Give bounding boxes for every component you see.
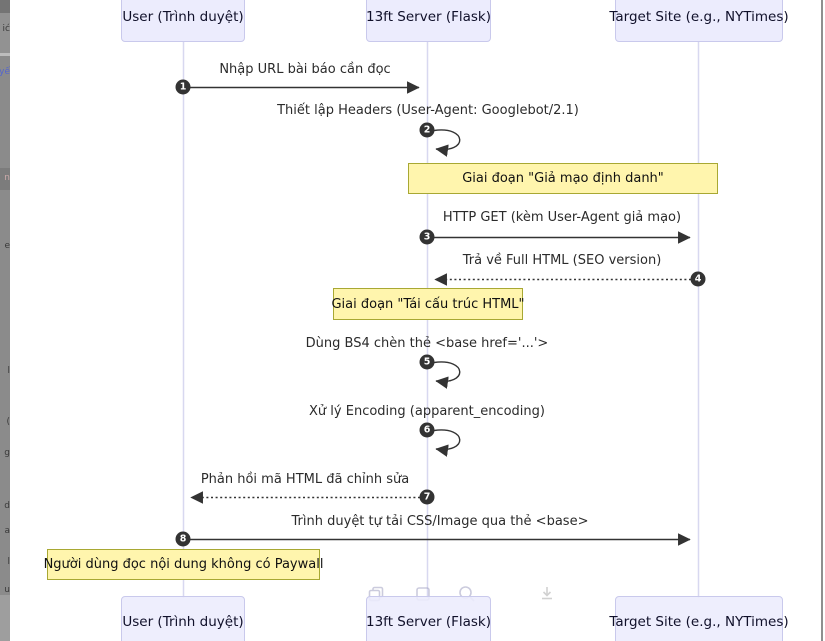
note-no-paywall-result: Người dùng đọc nội dung không có Paywall [44, 549, 323, 580]
actor-target-top: Target Site (e.g., NYTimes) [609, 0, 789, 42]
sequence-number-badge: 7 [419, 489, 435, 505]
sequence-number-badge: 3 [419, 229, 435, 245]
sequence-number-badge: 1 [175, 79, 191, 95]
actor-user-label: User (Trình duyệt) [122, 8, 244, 25]
edge-text-fragment: n [4, 173, 10, 183]
message-label-8: Trình duyệt tự tải CSS/Image qua thẻ <ba… [291, 514, 589, 529]
actor-server-label: 13ft Server (Flask) [366, 614, 492, 630]
edge-text-fragment: ( [6, 417, 10, 427]
message-arrow-6 [433, 429, 461, 457]
actor-server-top: 13ft Server (Flask) [366, 0, 491, 42]
panel-divider [821, 0, 823, 641]
edge-text-fragment: e [4, 241, 10, 251]
actor-target-bottom: Target Site (e.g., NYTimes) [609, 596, 789, 641]
actor-server-bottom: 13ft Server (Flask) [366, 596, 491, 641]
message-label-3: HTTP GET (kèm User-Agent giả mạo) [442, 210, 682, 225]
message-label-4: Trả về Full HTML (SEO version) [462, 253, 662, 268]
message-arrow-5 [433, 361, 461, 389]
message-arrow-2 [433, 129, 461, 157]
sequence-number-badge: 5 [419, 354, 435, 370]
note-restructure-phase: Giai đoạn "Tái cấu trúc HTML" [331, 288, 525, 320]
message-label-6: Xử lý Encoding (apparent_encoding) [309, 404, 545, 419]
actor-target-label: Target Site (e.g., NYTimes) [609, 8, 789, 25]
sequence-number-badge: 6 [419, 422, 435, 438]
edge-text-fragment: u [4, 585, 10, 595]
underlying-page-edge: ić yế n e l ( g d a l u [0, 0, 10, 641]
actor-server-label: 13ft Server (Flask) [366, 8, 492, 25]
actor-user-top: User (Trình duyệt) [121, 0, 245, 42]
edge-text-fragment: d [4, 501, 10, 511]
edge-text-fragment: l [7, 366, 10, 376]
actor-target-label: Target Site (e.g., NYTimes) [609, 614, 789, 630]
edge-text-fragment: ić [2, 24, 10, 34]
edge-text-fragment: a [4, 526, 10, 536]
edge-text-fragment: yế [0, 67, 10, 77]
edge-text-fragment: g [4, 448, 10, 458]
sequence-number-badge: 2 [419, 122, 435, 138]
edge-text-fragment: l [7, 557, 10, 567]
message-label-2: Thiết lập Headers (User-Agent: Googlebot… [277, 103, 579, 118]
sequence-number-badge: 8 [175, 531, 191, 547]
actor-user-bottom: User (Trình duyệt) [121, 596, 245, 641]
message-label-5: Dùng BS4 chèn thẻ <base href='...'> [305, 336, 549, 351]
actor-user-label: User (Trình duyệt) [122, 614, 244, 630]
message-label-7: Phản hồi mã HTML đã chỉnh sửa [200, 472, 410, 487]
sequence-number-badge: 4 [690, 271, 706, 287]
message-label-1: Nhập URL bài báo cần đọc [219, 62, 391, 77]
note-impersonation-phase: Giai đoạn "Giả mạo định danh" [408, 163, 718, 194]
